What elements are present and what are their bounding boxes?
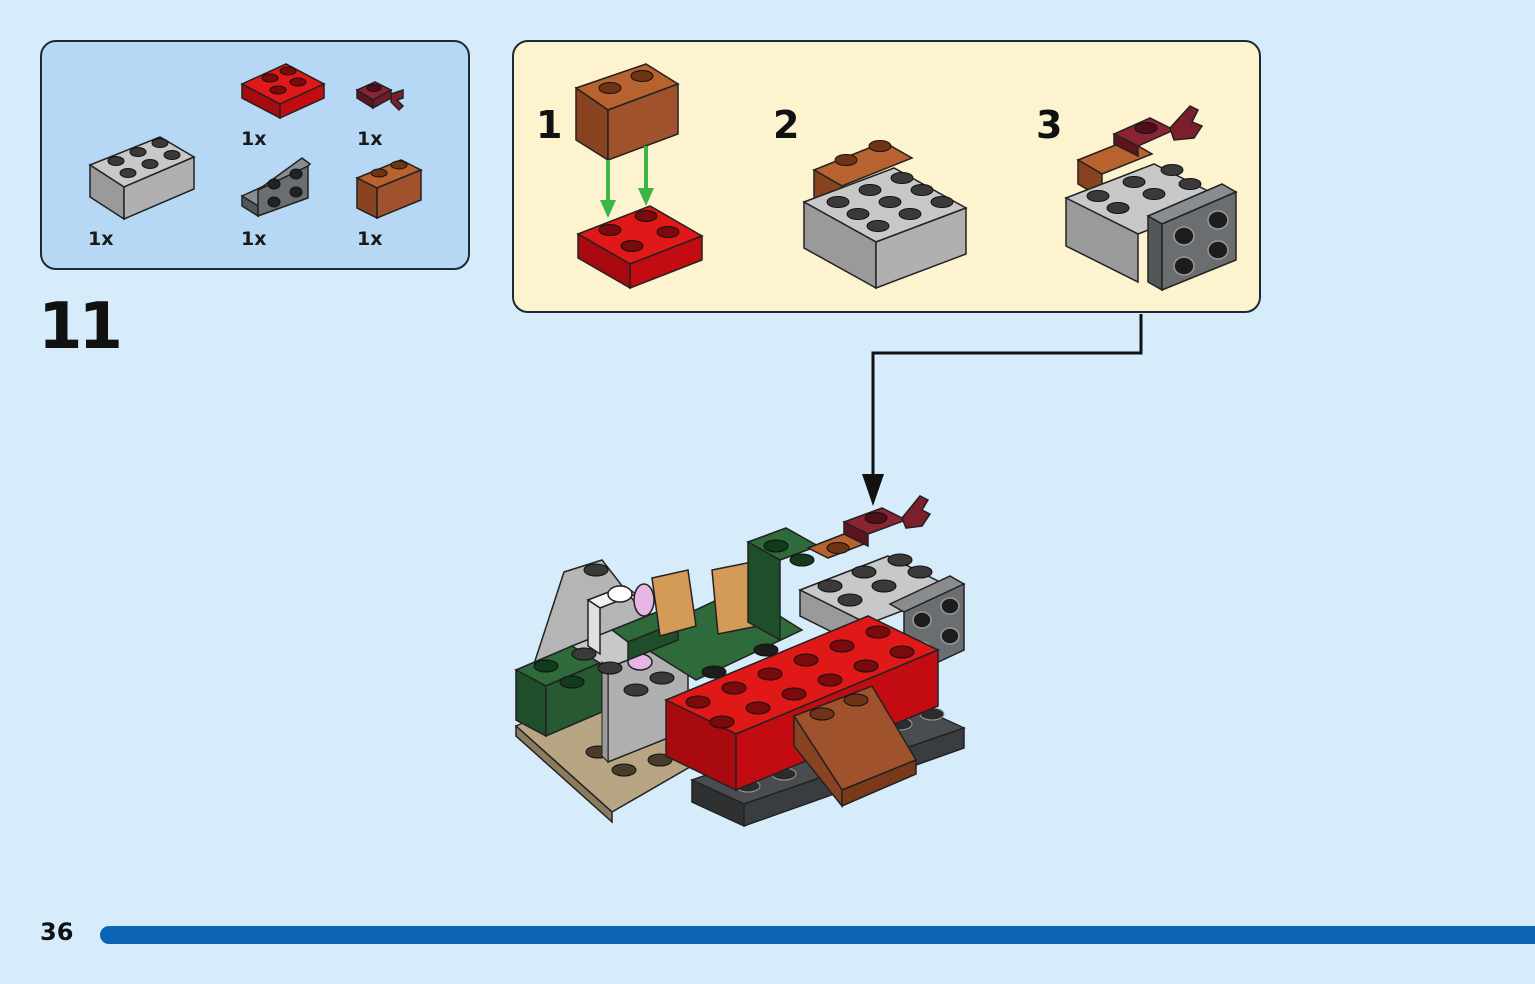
brown-brick-1x2-icon <box>355 159 423 220</box>
grey-brick-2x3-icon <box>88 136 196 221</box>
substep-1-illustration <box>574 63 704 290</box>
qty-label: 1x <box>241 228 267 250</box>
substep-number: 2 <box>773 103 800 147</box>
page-number: 36 <box>40 918 74 946</box>
qty-label: 1x <box>357 228 383 250</box>
page-progress-bar <box>100 926 1535 944</box>
red-plate-2x2-icon <box>240 63 326 120</box>
main-model-illustration <box>514 495 967 828</box>
substep-number: 3 <box>1036 103 1063 147</box>
dark-red-clip-plate-icon <box>355 81 405 112</box>
step-number: 11 <box>38 290 123 364</box>
qty-label: 1x <box>88 228 114 250</box>
qty-label: 1x <box>357 128 383 150</box>
substep-number: 1 <box>536 103 563 147</box>
substep-2-illustration <box>802 140 968 290</box>
dark-grey-bracket-icon <box>240 157 312 218</box>
qty-label: 1x <box>241 128 267 150</box>
substep-3-illustration <box>1064 105 1238 292</box>
callout-arrow <box>862 314 1143 506</box>
